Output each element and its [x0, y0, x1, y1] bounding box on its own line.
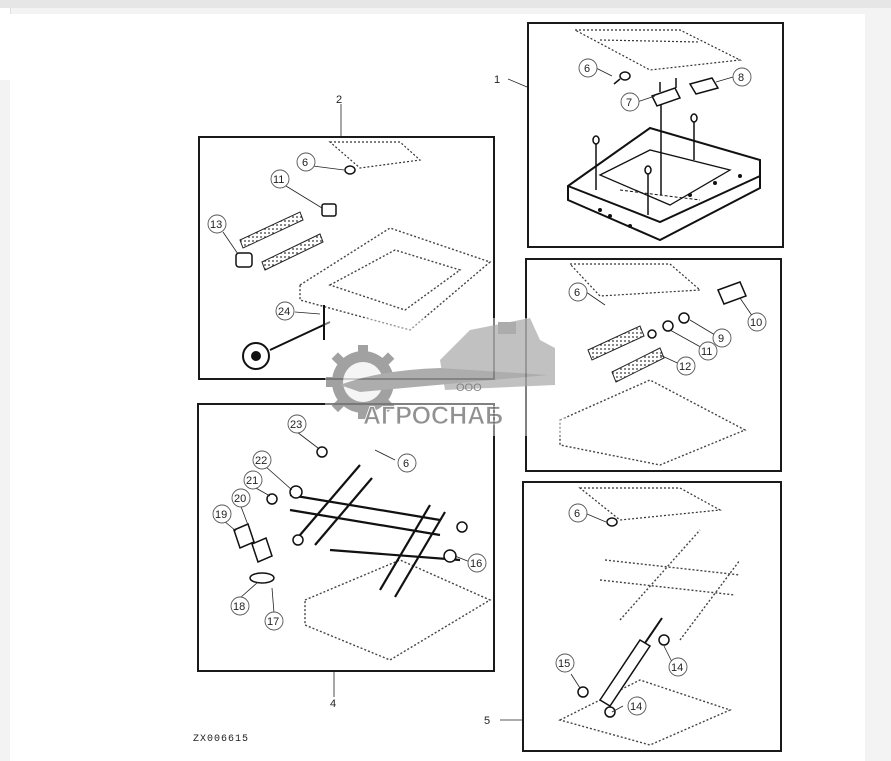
gas-strut: [598, 617, 663, 708]
panel-gas-spring: [522, 481, 782, 752]
callout-p2-24: 24: [278, 306, 290, 318]
seat-cushion-outline-p5: [578, 487, 722, 521]
dotted-base-p2: [299, 227, 492, 331]
leader-lines-p2: [222, 104, 345, 315]
callout-p2-13: 13: [210, 219, 222, 231]
seat-cushion-outline-p1: [574, 29, 743, 71]
panel-seat-base: [527, 22, 784, 248]
callout-p2-6: 6: [302, 157, 308, 169]
seat-cushion-outline-p2: [328, 141, 422, 169]
plate-part-8: [688, 77, 720, 95]
figure-caption: ZX006615: [193, 734, 250, 745]
dotted-scissor-p5: [558, 529, 741, 746]
callout-1: 1: [494, 74, 500, 86]
adjust-shaft-p2: [269, 305, 331, 351]
base-rivets: [598, 174, 742, 228]
callout-circles: [207, 58, 767, 716]
callout-2: 2: [336, 94, 342, 106]
washers-p3: [647, 312, 690, 339]
callout-p5-14b: 14: [630, 701, 642, 713]
callout-p4-6: 6: [403, 458, 409, 470]
nut-part-13: [235, 252, 253, 268]
bushings-p4: [266, 446, 468, 563]
callout-p4-18: 18: [233, 601, 245, 613]
dotted-base-p3: [559, 379, 747, 466]
callout-p1-8: 8: [738, 72, 744, 84]
callout-p4-19: 19: [215, 509, 227, 521]
nut-part-11-p2: [321, 203, 337, 217]
leader-lines-p5: [500, 513, 673, 721]
spring-coils-p3: [587, 325, 665, 383]
callout-p4-16: 16: [470, 558, 482, 570]
callout-p1-7: 7: [626, 97, 632, 109]
callout-p3-6: 6: [574, 287, 580, 299]
leader-lines-p4: [223, 431, 471, 697]
callout-p5-15: 15: [558, 658, 570, 670]
callout-5: 5: [484, 715, 490, 727]
callout-p3-10: 10: [750, 317, 762, 329]
scissor-arms: [289, 464, 461, 598]
watermark-prefix: ООО: [456, 382, 482, 394]
bracket-part-10: [716, 281, 748, 305]
callout-p5-14a: 14: [671, 662, 683, 674]
callout-p5-6: 6: [574, 508, 580, 520]
brackets-part-19-20: [233, 522, 273, 564]
callout-p4-20: 20: [234, 493, 246, 505]
seat-base-frame: [567, 126, 761, 242]
mounting-bolts-p1: [592, 95, 698, 215]
agrosnab-watermark: ООО АГРОСНАБ: [325, 318, 565, 436]
latch-part-7: [650, 78, 682, 107]
pin-part-6-p2: [344, 165, 356, 175]
pin-part-6-p5: [606, 517, 618, 527]
nuts-part-14-15: [577, 634, 670, 718]
adjust-knob: [242, 342, 270, 370]
watermark-company: АГРОСНАБ: [363, 402, 503, 430]
seat-cushion-outline-p3: [568, 263, 702, 297]
part-18: [249, 572, 275, 584]
callout-p4-22: 22: [255, 455, 267, 467]
callout-p3-12: 12: [679, 361, 691, 373]
callout-p1-6: 6: [584, 63, 590, 75]
callout-p3-9: 9: [718, 333, 724, 345]
callout-p2-11: 11: [273, 174, 284, 186]
callout-p3-11: 11: [701, 346, 712, 358]
pin-part-6-p1: [613, 71, 631, 85]
leader-lines-p1: [507, 67, 734, 103]
swoosh-shape: [340, 368, 548, 392]
callout-p4-23: 23: [290, 419, 302, 431]
callout-p4-21: 21: [246, 475, 258, 487]
callout-4: 4: [330, 698, 336, 710]
dotted-base-p4: [304, 559, 492, 661]
callout-p4-17: 17: [267, 616, 279, 628]
top-bar: [0, 0, 891, 8]
spring-coils-p2: [239, 211, 324, 271]
